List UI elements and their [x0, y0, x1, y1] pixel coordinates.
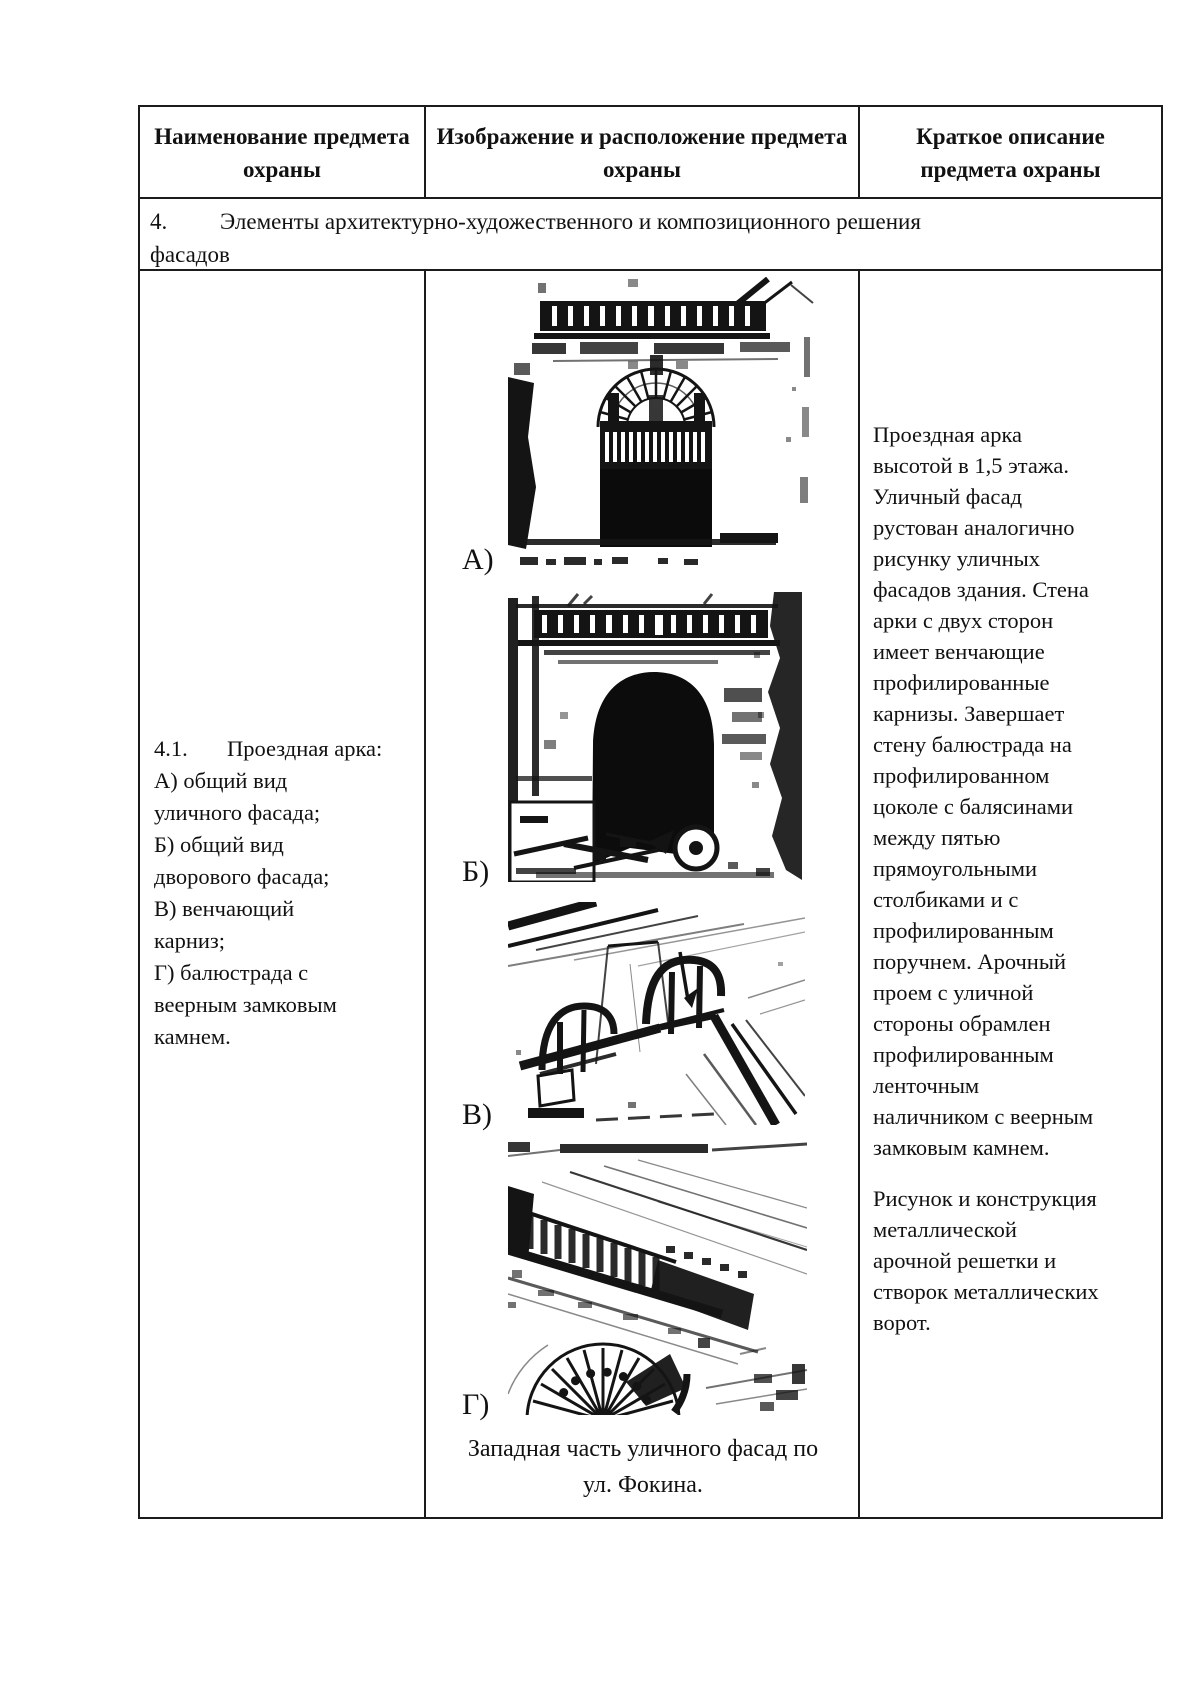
object-name-heading: 4.1. Проездная арка: — [154, 733, 416, 765]
figure-b-label: Б) — [462, 855, 490, 888]
section-number: 4. — [150, 209, 168, 234]
object-images-cell: А) — [426, 271, 860, 1517]
photo-street-facade-image — [508, 277, 814, 570]
figure-a: А) — [462, 277, 852, 575]
images-caption: Западная часть уличного фасад по ул. Фок… — [467, 1436, 819, 1498]
object-number: 4.1. — [154, 736, 188, 761]
object-title: Проездная арка: — [227, 736, 383, 761]
figure-g-label: Г) — [462, 1388, 490, 1421]
section-row-4: 4.Элементы архитектурно-художественного … — [140, 199, 1161, 271]
photo-courtyard-facade-image — [508, 592, 802, 882]
description-paragraph-1: Проездная арка высотой в 1,5 этажа. Улич… — [873, 422, 1094, 1160]
photo-cornice-image — [508, 902, 805, 1125]
header-name-column: Наименование предмета охраны — [140, 107, 426, 199]
figure-v-label: В) — [462, 1098, 492, 1131]
protection-object-table: Наименование предмета охраны Изображение… — [138, 105, 1163, 1519]
figure-v: В) — [462, 902, 852, 1130]
object-name-cell: 4.1. Проездная арка: А) общий вид уличног… — [140, 271, 426, 1517]
header-image-column: Изображение и расположение предмета охра… — [426, 107, 860, 199]
object-items-list: А) общий вид уличного фасада; Б) общий в… — [154, 768, 337, 1049]
figure-a-label: А) — [462, 543, 494, 576]
section-title: Элементы архитектурно-художественного и … — [150, 209, 921, 267]
object-description-cell: Проездная арка высотой в 1,5 этажа. Улич… — [860, 271, 1161, 1517]
figure-g: Г) — [462, 1142, 852, 1420]
description-paragraph-2: Рисунок и конструкция металлической ароч… — [873, 1186, 1099, 1335]
header-description-column: Краткое описание предмета охраны — [860, 107, 1161, 199]
figure-b: Б) — [462, 592, 852, 887]
photo-balustrade-fan-keystone-image — [508, 1142, 807, 1415]
